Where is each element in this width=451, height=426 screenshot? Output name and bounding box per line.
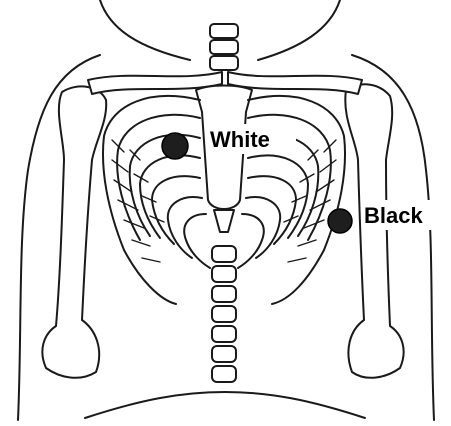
sternum bbox=[196, 86, 252, 233]
electrode-white-label: White bbox=[210, 127, 270, 152]
electrode-white-dot bbox=[162, 133, 188, 159]
left-rib-cage bbox=[103, 96, 210, 304]
left-arm-bone bbox=[42, 86, 106, 377]
right-arm-bone bbox=[345, 84, 403, 377]
electrode-black-dot bbox=[328, 209, 352, 233]
electrode-black-label: Black bbox=[364, 203, 423, 228]
